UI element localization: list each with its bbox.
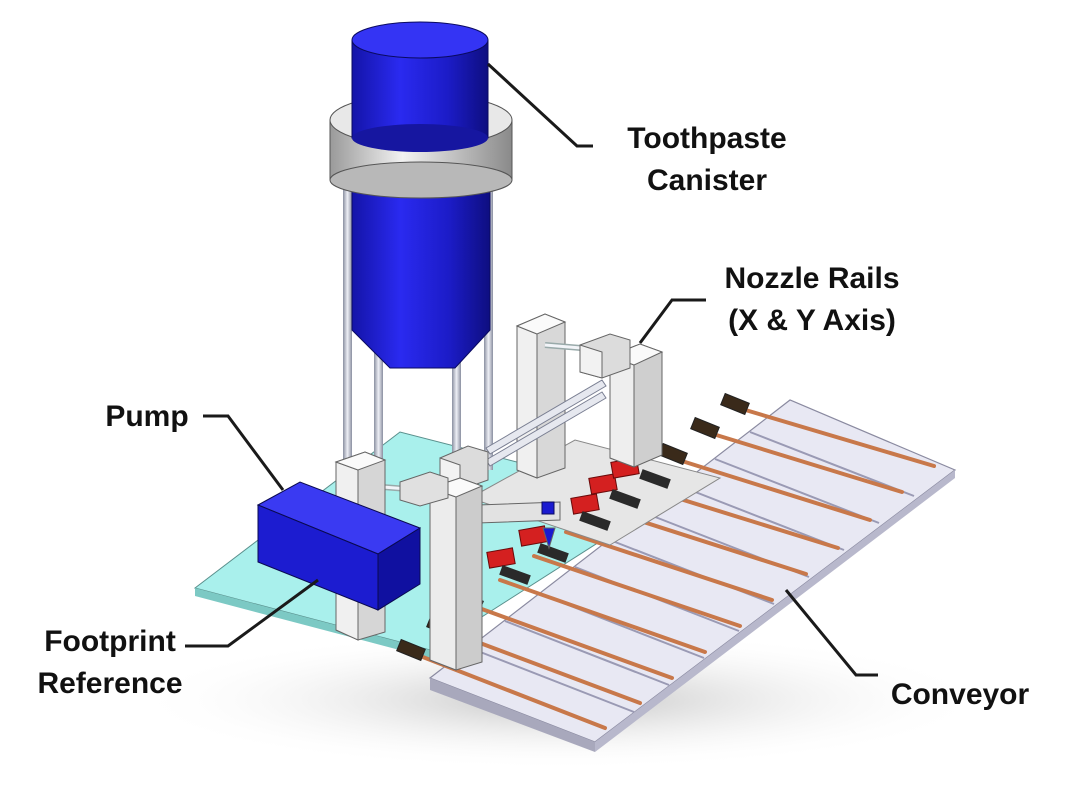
label-pump: Pump [95, 396, 199, 438]
label-toothpaste-canister: Toothpaste Canister [603, 118, 811, 202]
label-conveyor: Conveyor [880, 674, 1040, 716]
label-footprint-line2: Reference [28, 663, 192, 705]
label-conveyor-line1: Conveyor [880, 674, 1040, 716]
label-canister-line2: Canister [603, 160, 811, 202]
label-footprint-line1: Footprint [28, 621, 192, 663]
label-nozzle-rails: Nozzle Rails (X & Y Axis) [712, 258, 912, 342]
toothpaste-canister [330, 22, 512, 368]
leader-pump [203, 416, 283, 490]
leader-nozzle [640, 300, 706, 343]
label-nozzle-line2: (X & Y Axis) [712, 300, 912, 342]
label-footprint-reference: Footprint Reference [28, 621, 192, 705]
label-pump-line1: Pump [95, 396, 199, 438]
label-nozzle-line1: Nozzle Rails [712, 258, 912, 300]
label-canister-line1: Toothpaste [603, 118, 811, 160]
